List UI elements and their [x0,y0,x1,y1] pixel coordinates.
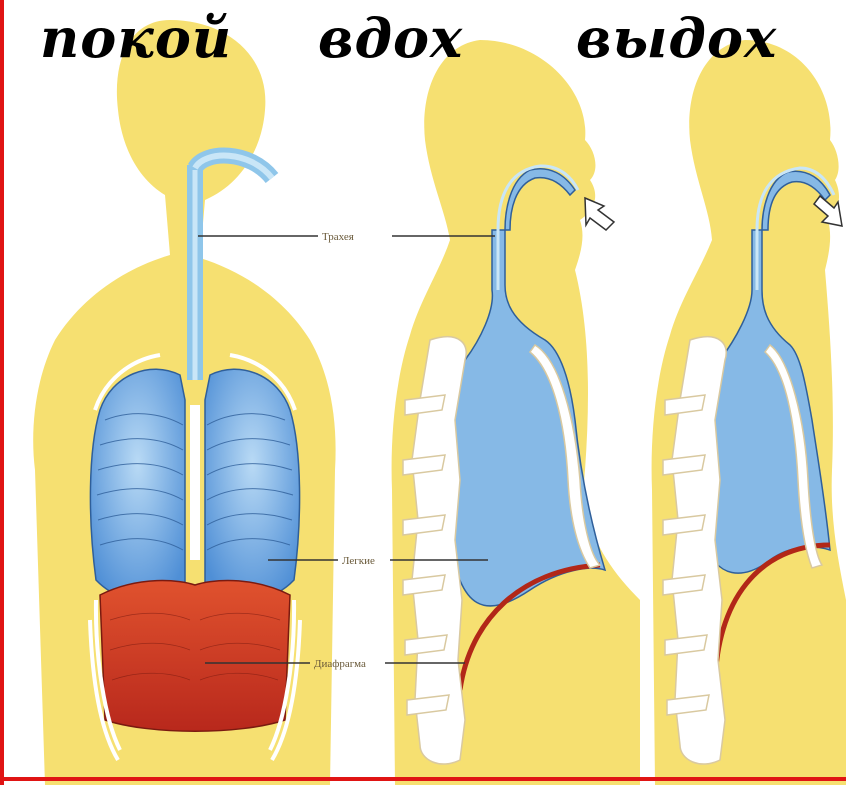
phase-title-exhale: выдох [576,6,777,70]
phase-title-rest: покой [40,6,232,70]
label-trachea: Трахея [322,231,354,243]
label-diaphragm: Диафрагма [314,658,366,670]
frame-border-left [0,0,4,785]
left-lung [90,369,185,604]
frame-border-bottom [0,777,846,781]
phase-title-inhale: вдох [318,6,463,70]
inhale-arrow-icon [585,198,614,230]
label-lungs: Легкие [342,555,375,567]
front-diaphragm [100,581,290,732]
right-lung [205,369,300,604]
